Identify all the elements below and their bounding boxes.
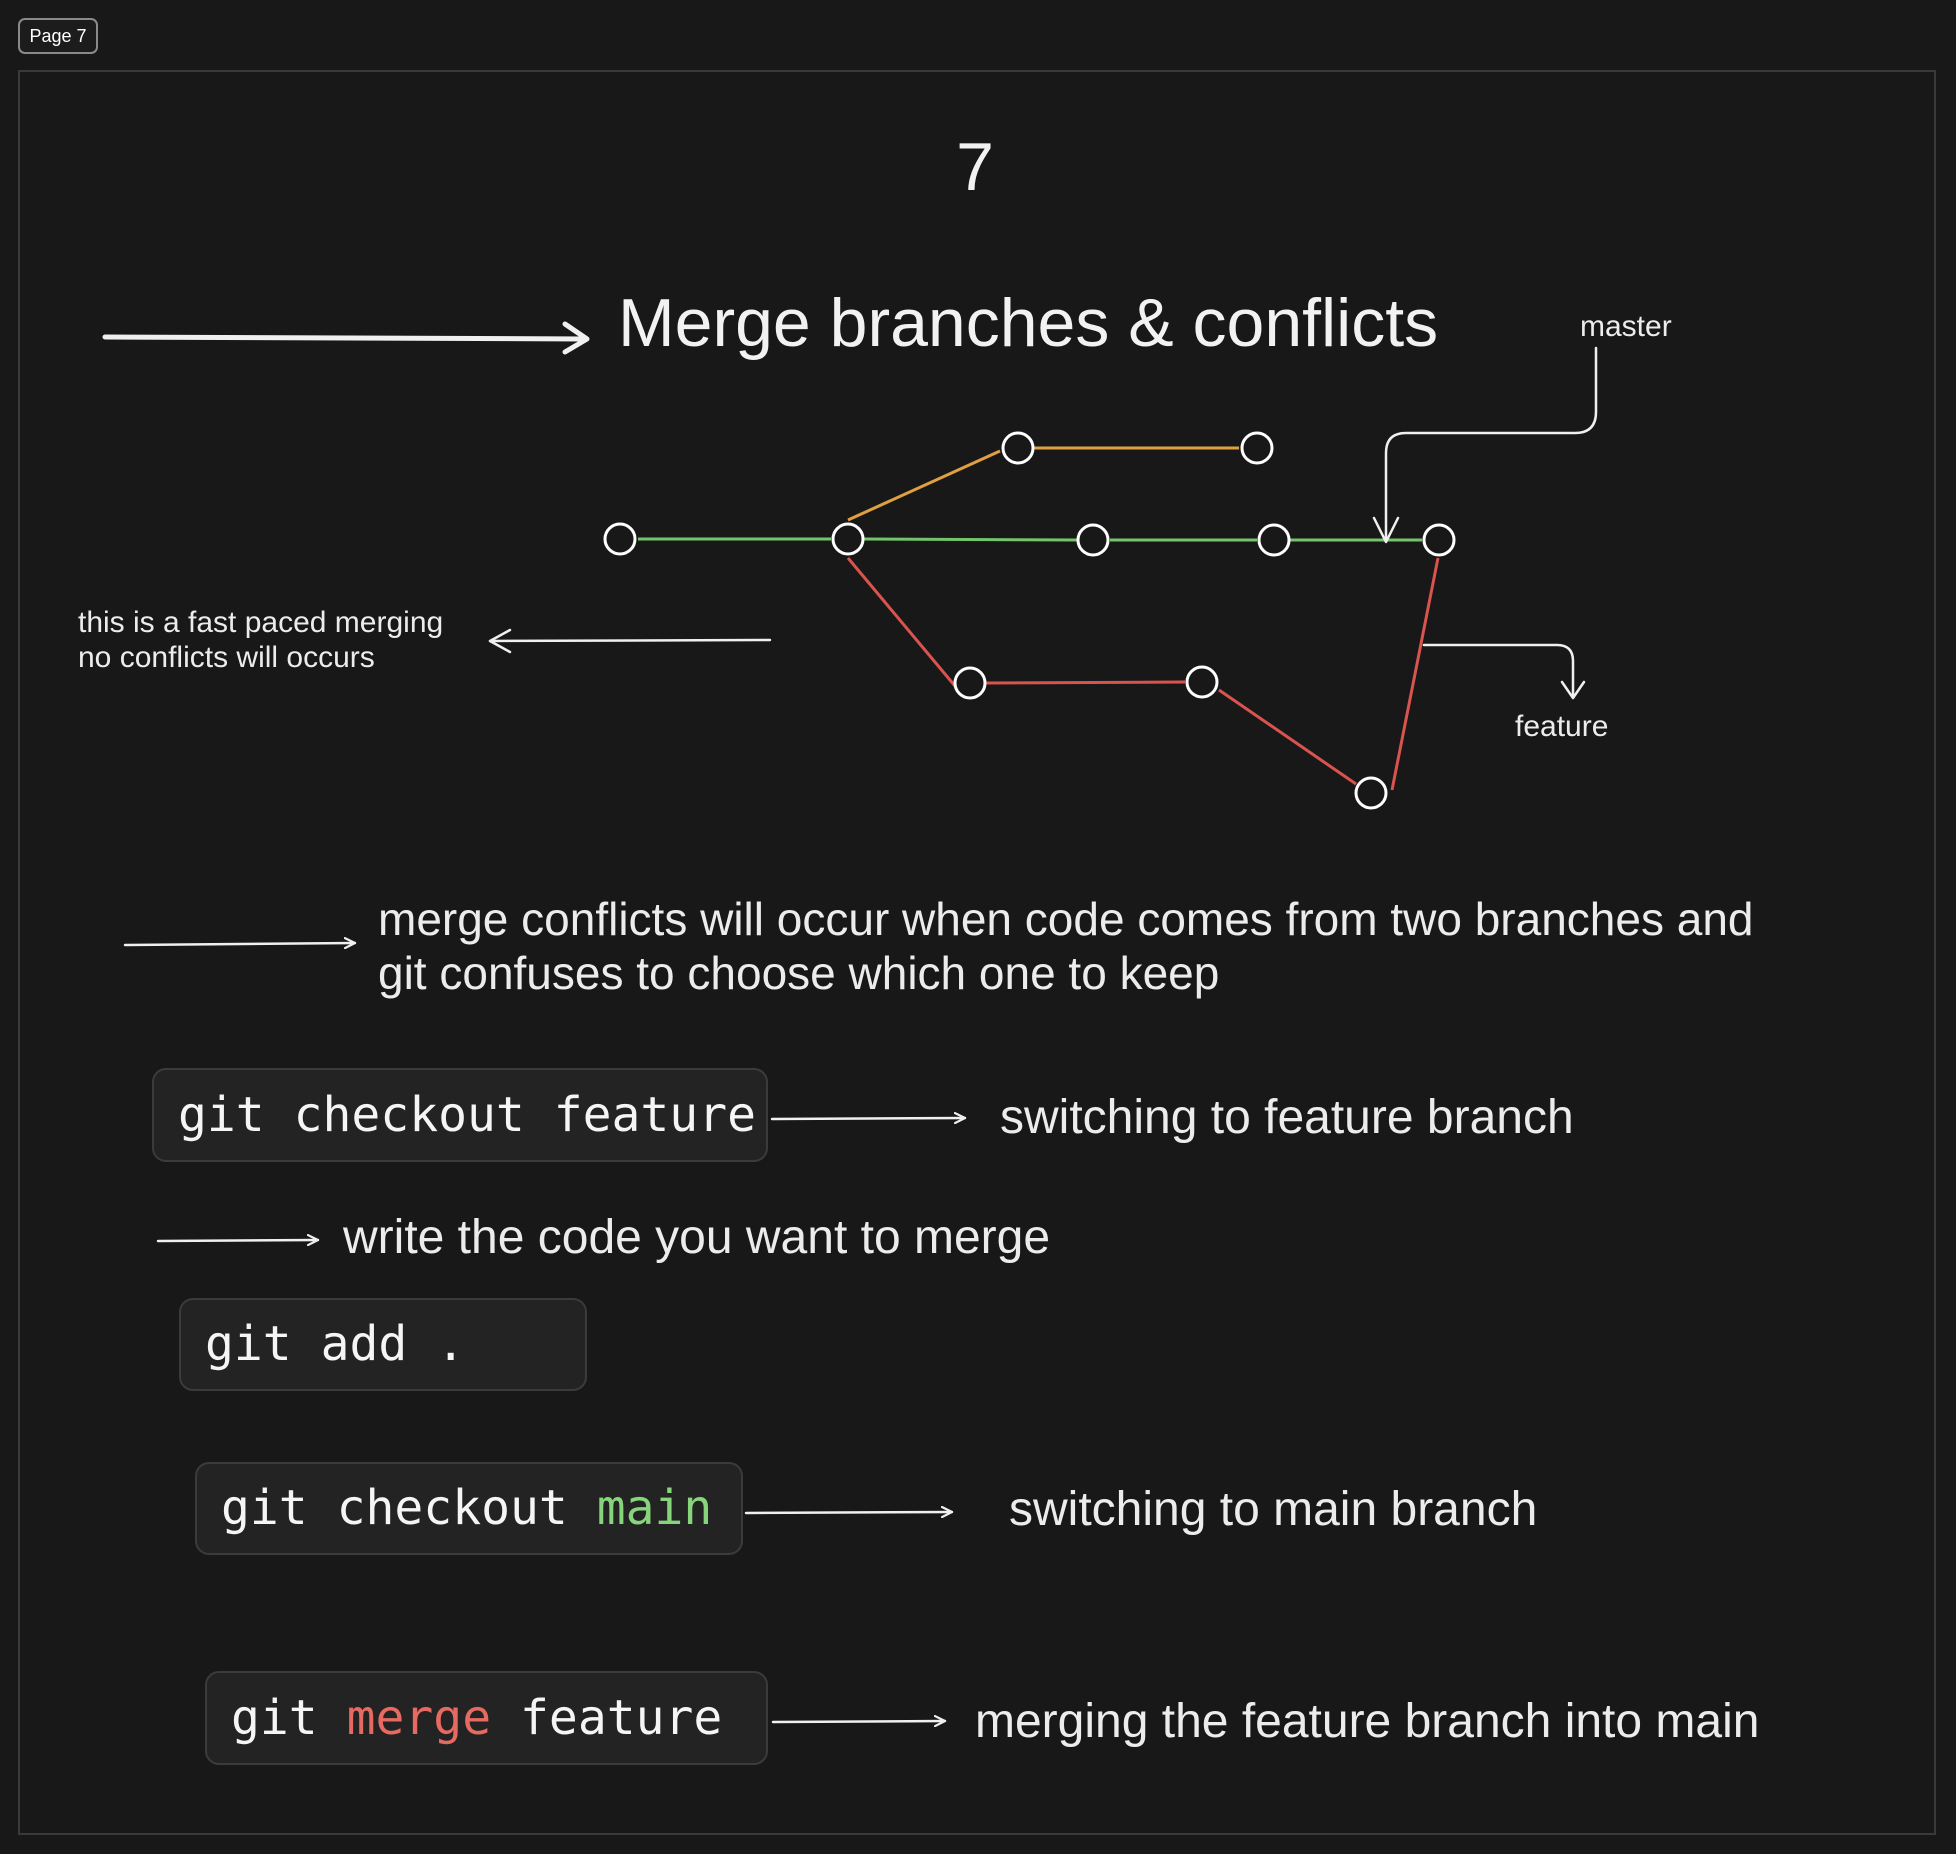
subcommand-token: merge: [346, 1690, 492, 1746]
title-arrowhead-icon: [562, 321, 590, 355]
commit-node: [1001, 431, 1035, 465]
conflict-note-arrow-icon: [123, 943, 357, 945]
command-token: add: [320, 1316, 408, 1372]
branch-name-token: main: [596, 1480, 713, 1536]
master-arrowhead-icon: [1372, 516, 1400, 544]
command-token: git: [178, 1087, 265, 1143]
merge-command: git merge feature: [205, 1671, 768, 1765]
commit-node: [603, 522, 637, 556]
command-token: git: [205, 1316, 292, 1372]
page-title: Merge branches & conflicts: [618, 285, 1439, 361]
checkout-feature-arrow-icon: [770, 1118, 967, 1119]
orange-branch-line: [847, 446, 1239, 522]
feature-branch-label: feature: [1515, 710, 1609, 743]
checkout-main-description: switching to main branch: [1009, 1483, 1538, 1536]
main-branch-line: [638, 537, 1422, 542]
checkout-feature-description: switching to feature branch: [1000, 1091, 1574, 1144]
fast-merge-arrow-icon: [488, 638, 772, 643]
conflict-note-line1: merge conflicts will occur when code com…: [378, 893, 1754, 945]
commit-node: [831, 522, 865, 556]
feature-pointer-arrow-icon: [1422, 643, 1575, 699]
commit-node: [1185, 665, 1219, 699]
command-token: .: [436, 1316, 466, 1372]
page-badge[interactable]: Page 7: [18, 18, 98, 54]
master-branch-label: master: [1580, 310, 1672, 343]
command-token: git: [221, 1480, 308, 1536]
write-code-note: write the code you want to merge: [343, 1211, 1051, 1264]
commit-node: [1354, 776, 1388, 810]
commit-nodes: [603, 431, 1456, 810]
commit-node: [1422, 523, 1456, 557]
feature-arrowhead-icon: [1560, 680, 1586, 700]
command-token: feature: [520, 1690, 723, 1746]
fast-merge-arrowhead-icon: [488, 628, 512, 654]
write-code-arrow-icon: [156, 1240, 320, 1241]
checkout-main-command: git checkout main: [195, 1462, 743, 1555]
feature-branch-line: [846, 557, 1440, 791]
commit-node: [1240, 431, 1274, 465]
title-arrow-icon: [102, 334, 588, 342]
page-frame: [18, 70, 1936, 1835]
command-token: checkout: [293, 1087, 525, 1143]
commit-node: [1257, 523, 1291, 557]
commit-node: [1076, 523, 1110, 557]
conflict-note-line2: git confuses to choose which one to keep: [378, 947, 1220, 999]
page-number: 7: [956, 129, 994, 205]
master-pointer-arrow-icon: [1384, 346, 1598, 542]
commit-node: [953, 666, 987, 700]
command-token: checkout: [336, 1480, 568, 1536]
fast-merge-note-line1: this is a fast paced merging: [78, 606, 444, 639]
git-add-command: git add .: [179, 1298, 587, 1391]
merge-description: merging the feature branch into main: [975, 1695, 1760, 1748]
checkout-feature-command: git checkout feature: [152, 1068, 768, 1162]
merge-arrow-icon: [771, 1721, 947, 1722]
command-token: feature: [553, 1087, 756, 1143]
checkout-main-arrow-icon: [744, 1512, 954, 1513]
command-token: git: [231, 1690, 318, 1746]
fast-merge-note-line2: no conflicts will occurs: [78, 641, 375, 674]
